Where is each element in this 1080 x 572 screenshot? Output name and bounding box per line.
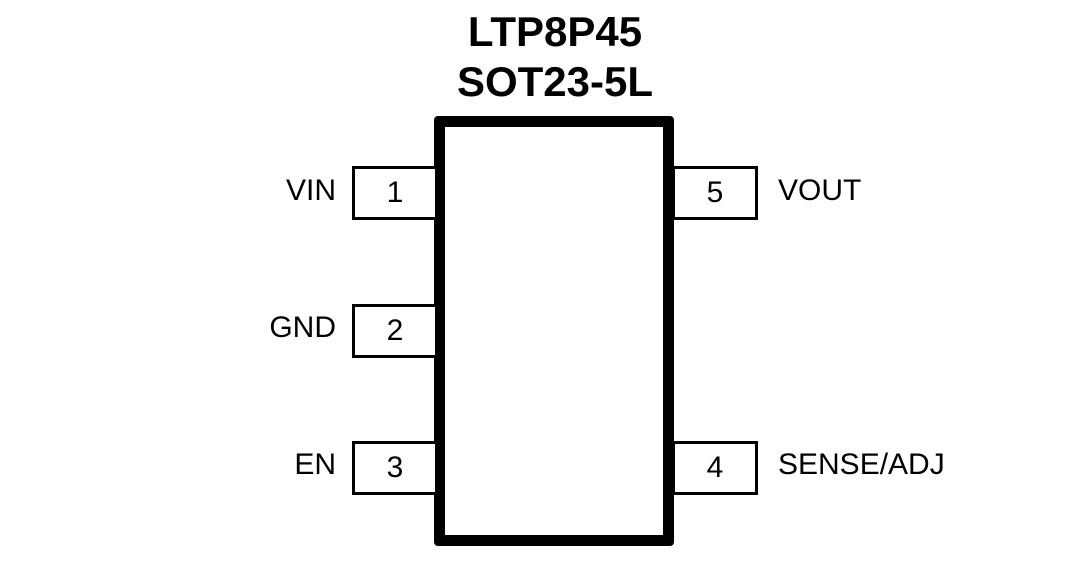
pin-2-label: GND <box>269 311 336 344</box>
part-number-title: LTP8P45 <box>467 8 643 55</box>
pin-1-label: VIN <box>285 174 336 207</box>
pin-4-label: SENSE/ADJ <box>778 448 945 481</box>
pin-3-box: 3 <box>352 441 438 495</box>
pin-5-label: VOUT <box>778 174 862 207</box>
pin-3-label: EN <box>294 448 336 481</box>
pin-5-box: 5 <box>672 166 758 220</box>
chip-body <box>434 116 674 546</box>
pin-1-box: 1 <box>352 166 438 220</box>
package-title: SOT23-5L <box>456 58 654 105</box>
pin-2-box: 2 <box>352 304 438 358</box>
pin-4-box: 4 <box>672 441 758 495</box>
